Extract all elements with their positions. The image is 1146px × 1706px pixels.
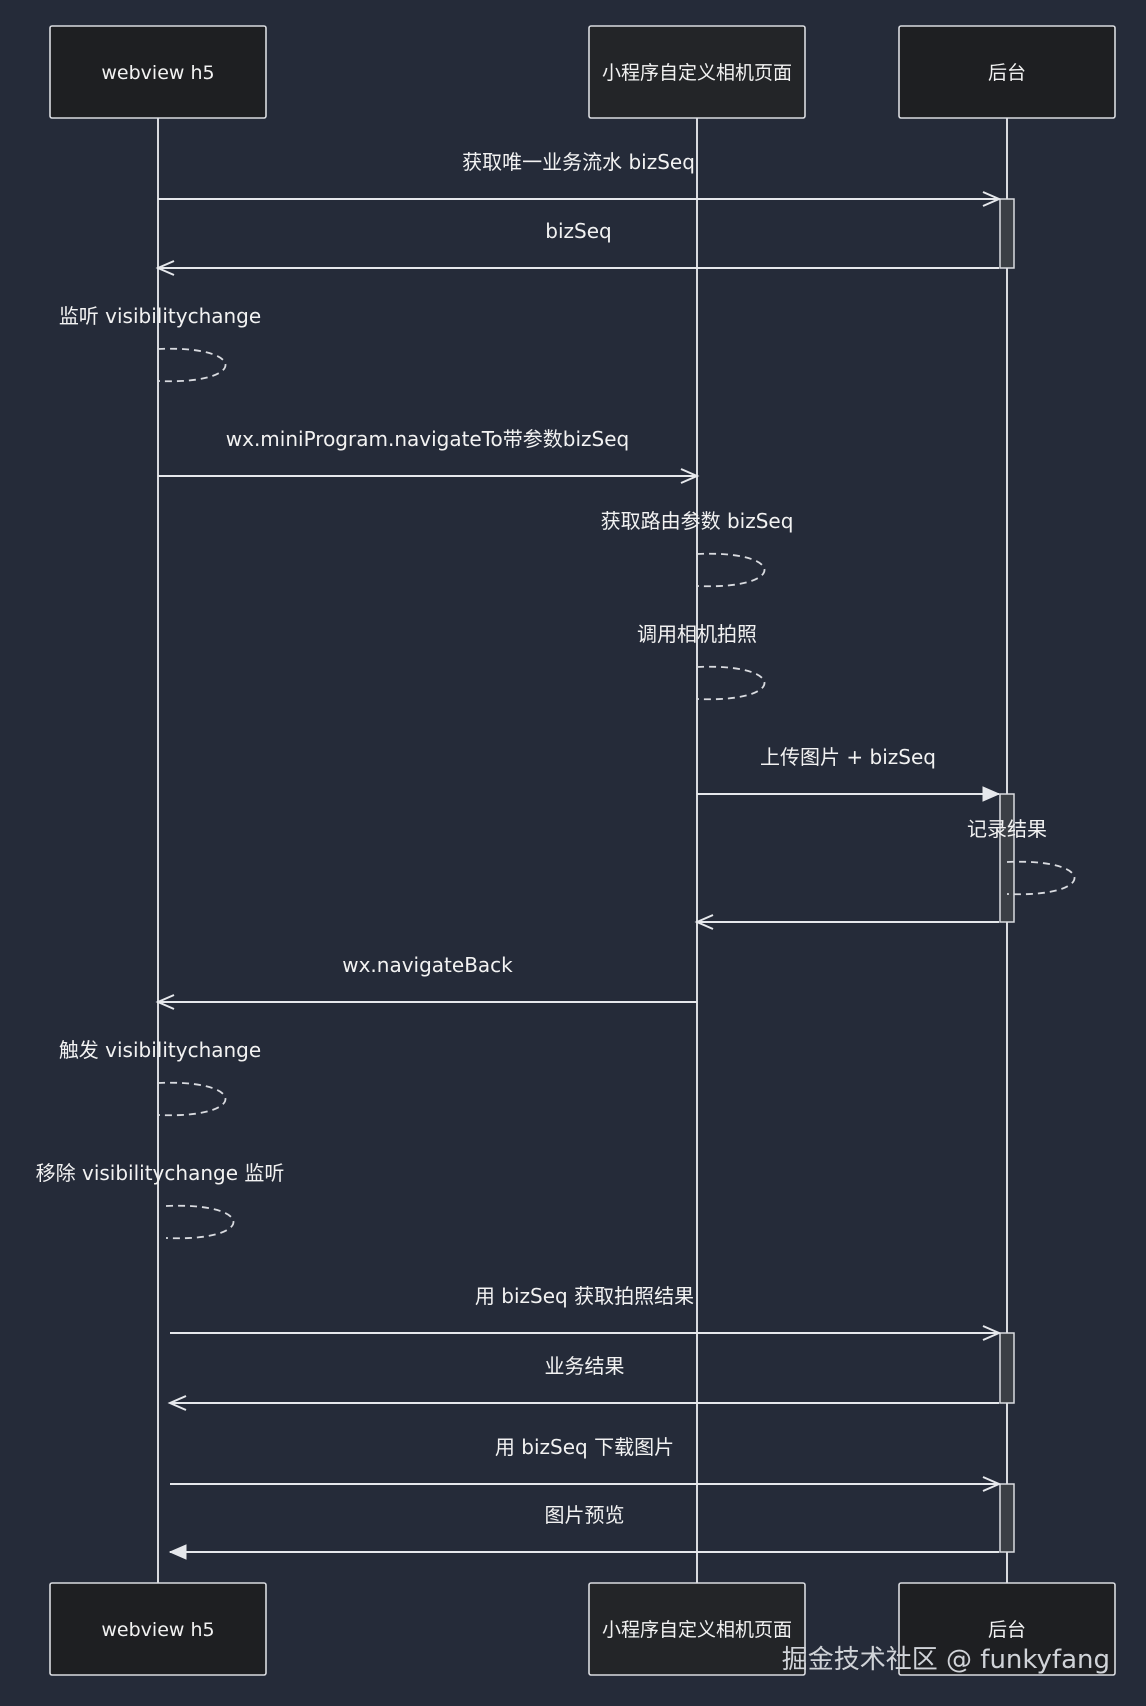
self-loop-line xyxy=(1006,860,1076,896)
self-call-2: 监听 visibilitychange xyxy=(59,304,261,383)
message-label: bizSeq xyxy=(545,219,611,243)
actor-box-frame xyxy=(588,25,806,119)
self-loop-line xyxy=(157,347,227,383)
message-3: wx.miniProgram.navigateTo带参数bizSeq xyxy=(158,427,697,477)
actor-box-server-top: 后台 xyxy=(898,25,1116,119)
arrowhead-open xyxy=(982,191,1002,207)
arrowhead-open xyxy=(982,1476,1002,1492)
arrowhead-open xyxy=(155,260,175,276)
self-call-label: 记录结果 xyxy=(967,817,1047,841)
self-loop-line xyxy=(696,552,766,588)
self-call-label: 移除 visibilitychange 监听 xyxy=(36,1161,285,1185)
self-call-label: 监听 visibilitychange xyxy=(59,304,261,328)
activation-bar-server xyxy=(999,1332,1015,1404)
message-9: wx.navigateBack xyxy=(158,953,697,1003)
actor-label: webview h5 xyxy=(101,1619,214,1641)
actor-box-frame xyxy=(588,1582,806,1676)
self-loop-line xyxy=(696,665,766,701)
arrowhead-open xyxy=(155,994,175,1010)
self-call-label: 触发 visibilitychange xyxy=(59,1038,261,1062)
actor-box-mini-top: 小程序自定义相机页面 xyxy=(588,25,806,119)
self-call-7: 记录结果 xyxy=(967,817,1076,896)
actor-box-frame xyxy=(898,1582,1116,1676)
arrowhead-solid xyxy=(982,786,1001,802)
actor-label: webview h5 xyxy=(101,62,214,84)
arrowhead-open xyxy=(680,468,700,484)
message-label: 用 bizSeq 获取拍照结果 xyxy=(475,1284,694,1308)
message-label: 获取唯一业务流水 bizSeq xyxy=(462,150,695,174)
self-call-label: 获取路由参数 bizSeq xyxy=(601,509,794,533)
actor-label: 后台 xyxy=(988,62,1026,84)
actor-box-frame xyxy=(49,25,267,119)
message-6: 上传图片 + bizSeq xyxy=(697,745,999,795)
message-label: 上传图片 + bizSeq xyxy=(760,745,936,769)
self-call-label: 调用相机拍照 xyxy=(637,622,757,646)
arrowhead-open xyxy=(982,1325,1002,1341)
actor-label: 小程序自定义相机页面 xyxy=(602,1619,792,1641)
actor-box-h5-bottom: webview h5 xyxy=(49,1582,267,1676)
activation-bar-server xyxy=(999,793,1015,923)
self-loop-line xyxy=(157,1081,227,1117)
self-loop-line xyxy=(165,1204,235,1240)
message-label: 业务结果 xyxy=(545,1354,625,1378)
watermark: 掘金技术社区 @ funkyfang xyxy=(781,1645,1110,1675)
actor-box-frame xyxy=(898,25,1116,119)
message-label: wx.miniProgram.navigateTo带参数bizSeq xyxy=(226,427,630,451)
actor-box-server-bottom: 后台 xyxy=(898,1582,1116,1676)
arrowhead-solid xyxy=(168,1544,187,1560)
arrowhead-open xyxy=(167,1395,187,1411)
actor-box-h5-top: webview h5 xyxy=(49,25,267,119)
actor-label: 小程序自定义相机页面 xyxy=(602,62,792,84)
message-12: 用 bizSeq 获取拍照结果 xyxy=(170,1284,999,1334)
message-14: 用 bizSeq 下载图片 xyxy=(170,1435,999,1485)
self-call-4: 获取路由参数 bizSeq xyxy=(601,509,794,588)
actor-label: 后台 xyxy=(988,1619,1026,1641)
activation-bar-server xyxy=(999,198,1015,269)
message-label: wx.navigateBack xyxy=(342,953,513,977)
activation-bar-server xyxy=(999,1483,1015,1553)
self-call-11: 移除 visibilitychange 监听 xyxy=(36,1161,285,1240)
actor-box-mini-bottom: 小程序自定义相机页面 xyxy=(588,1582,806,1676)
message-0: 获取唯一业务流水 bizSeq xyxy=(158,150,999,200)
self-call-10: 触发 visibilitychange xyxy=(59,1038,261,1117)
message-label: 图片预览 xyxy=(545,1503,625,1527)
message-label: 用 bizSeq 下载图片 xyxy=(495,1435,674,1459)
message-13: 业务结果 xyxy=(170,1354,999,1404)
self-call-5: 调用相机拍照 xyxy=(637,622,766,701)
arrowhead-open xyxy=(694,914,714,930)
message-1: bizSeq xyxy=(158,219,999,269)
actor-box-frame xyxy=(49,1582,267,1676)
message-15: 图片预览 xyxy=(170,1503,999,1553)
